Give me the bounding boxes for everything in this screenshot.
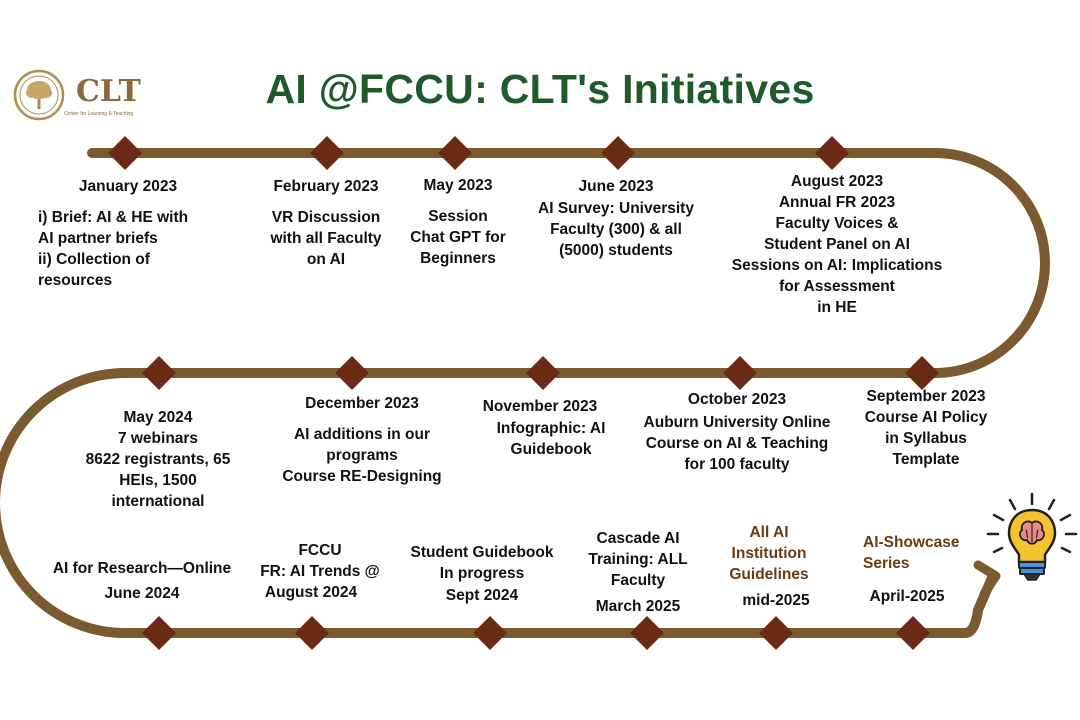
event-text: VR Discussion with all Faculty on AI [270,209,382,268]
event-date: June 2023 [578,178,654,195]
event-mid-2025: All AI Institution Guidelines mid-2025 [714,522,824,611]
milestone-diamond-icon [473,616,507,650]
event-date: January 2023 [78,178,178,195]
milestone-diamond-icon [142,616,176,650]
event-september-2023: September 2023 Course AI Policy in Sylla… [846,386,1006,470]
milestone-diamond-icon [896,616,930,650]
milestone-diamond-icon [142,356,176,390]
event-date: October 2023 [687,391,787,408]
event-text: i) Brief: AI & HE with AI partner briefs… [38,209,189,289]
milestone-diamond-icon [310,136,344,170]
event-june-2023: June 2023 AI Survey: University Faculty … [516,176,716,261]
event-text: Cascade AI Training: ALL Faculty [588,530,688,589]
page-title: AI @FCCU: CLT's Initiatives [265,66,815,112]
event-date: Sept 2024 [445,587,519,604]
event-text: All AI Institution Guidelines [729,524,809,583]
event-text: Auburn University Online Course on AI & … [643,414,831,473]
event-november-2023: November 2023 Infographic: AI Guidebook [470,396,610,460]
milestone-diamond-icon [905,356,939,390]
event-december-2023: December 2023 AI additions in our progra… [270,393,454,487]
event-october-2023: October 2023 Auburn University Online Co… [632,389,842,475]
milestone-diamond-icon [601,136,635,170]
event-text: AI for Research—Online [52,560,232,577]
event-date: April-2025 [869,588,945,605]
event-text: Session Chat GPT for Beginners [410,208,506,267]
milestone-diamond-icon [295,616,329,650]
milestone-diamond-icon [759,616,793,650]
event-text: 7 webinars 8622 registrants, 65 HEIs, 15… [85,430,231,510]
event-date: September 2023 [866,388,986,405]
milestone-diamond-icon [526,356,560,390]
event-text: Annual FR 2023 Faculty Voices & Student … [731,194,943,316]
tree-emblem-icon [13,69,65,121]
lightbulb-brain-icon [986,492,1078,581]
arrow-head-icon [973,560,1001,599]
event-march-2025: Cascade AI Training: ALL Faculty March 2… [578,528,698,617]
event-text: AI Survey: University Faculty (300) & al… [538,200,694,259]
event-date: December 2023 [305,395,419,412]
event-january-2023: January 2023 i) Brief: AI & HE with AI p… [38,176,218,291]
milestone-diamond-icon [438,136,472,170]
event-date: February 2023 [273,178,379,195]
event-text: AI-Showcase Series [863,534,960,572]
event-date: May 2023 [423,177,493,194]
milestone-diamond-icon [335,356,369,390]
clt-logo: CLT Center for Learning & Teaching [12,66,152,126]
event-sept-2024: Student Guidebook In progress Sept 2024 [398,542,566,606]
event-text: Infographic: AI Guidebook [496,420,606,458]
event-may-2023: May 2023 Session Chat GPT for Beginners [398,175,518,269]
event-date: mid-2025 [742,592,810,609]
event-text: AI additions in our programs Course RE-D… [282,426,442,485]
event-date: August 2023 [790,173,884,190]
milestone-diamond-icon [815,136,849,170]
event-may-2024: May 2024 7 webinars 8622 registrants, 65… [68,407,248,512]
event-date: November 2023 [482,398,598,415]
event-august-2024: FCCU FR: AI Trends @ August 2024 [250,540,390,603]
logo-subtitle: Center for Learning & Teaching [64,111,134,117]
event-february-2023: February 2023 VR Discussion with all Fac… [246,176,406,270]
event-date: March 2025 [595,598,681,615]
logo-text: CLT [76,74,141,109]
event-date: May 2024 [123,409,193,426]
event-date: August 2024 [264,584,358,601]
event-text: Student Guidebook In progress [410,544,554,582]
event-date: June 2024 [104,585,180,602]
event-text: Course AI Policy in Syllabus Template [864,409,988,468]
event-april-2025: AI-Showcase Series April-2025 [850,532,980,607]
event-text: FCCU FR: AI Trends @ [260,542,380,580]
milestone-diamond-icon [630,616,664,650]
milestone-diamond-icon [108,136,142,170]
milestone-diamond-icon [723,356,757,390]
event-august-2023: August 2023 Annual FR 2023 Faculty Voice… [722,171,952,318]
event-june-2024: AI for Research—Online June 2024 [42,558,242,604]
